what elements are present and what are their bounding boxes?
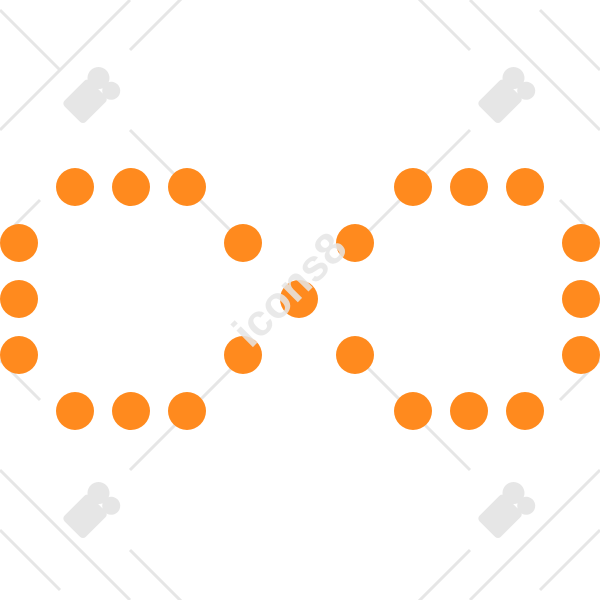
infinity-dot bbox=[336, 224, 374, 262]
infinity-dot bbox=[506, 392, 544, 430]
watermark-line bbox=[0, 8, 62, 72]
infinity-dot bbox=[562, 336, 600, 374]
watermark-logo-icon bbox=[478, 482, 536, 539]
watermark-logo-icon bbox=[63, 482, 121, 539]
infinity-dot bbox=[168, 392, 206, 430]
infinity-dot bbox=[168, 168, 206, 206]
infinity-dot bbox=[0, 280, 38, 318]
watermark-line bbox=[128, 0, 183, 52]
infinity-dots bbox=[0, 168, 600, 430]
watermark-line bbox=[0, 528, 62, 592]
infinity-dot bbox=[336, 336, 374, 374]
infinity-dot bbox=[450, 168, 488, 206]
watermark-line bbox=[538, 8, 600, 72]
watermark-line bbox=[468, 468, 600, 600]
infinity-dot bbox=[562, 224, 600, 262]
infinity-dot bbox=[394, 392, 432, 430]
watermark-line bbox=[417, 548, 472, 600]
infinity-dot bbox=[112, 392, 150, 430]
infinity-dot bbox=[280, 280, 318, 318]
infinity-dot bbox=[562, 280, 600, 318]
infinity-dot bbox=[56, 392, 94, 430]
infinity-dot bbox=[112, 168, 150, 206]
infinity-dot bbox=[224, 336, 262, 374]
infinity-dot bbox=[0, 224, 38, 262]
watermark-logo-icon bbox=[478, 67, 536, 124]
watermark-line bbox=[0, 0, 132, 132]
watermark-line bbox=[128, 548, 183, 600]
watermark-line bbox=[0, 468, 132, 600]
infinity-dot bbox=[394, 168, 432, 206]
watermark-logo-icon bbox=[63, 67, 121, 124]
infinity-dot bbox=[506, 168, 544, 206]
watermark-line bbox=[468, 0, 600, 132]
watermark-line bbox=[417, 0, 472, 52]
infinity-dot bbox=[224, 224, 262, 262]
watermark-line bbox=[538, 528, 600, 592]
infinity-dot bbox=[56, 168, 94, 206]
infinity-dot bbox=[450, 392, 488, 430]
infinity-dot bbox=[0, 336, 38, 374]
